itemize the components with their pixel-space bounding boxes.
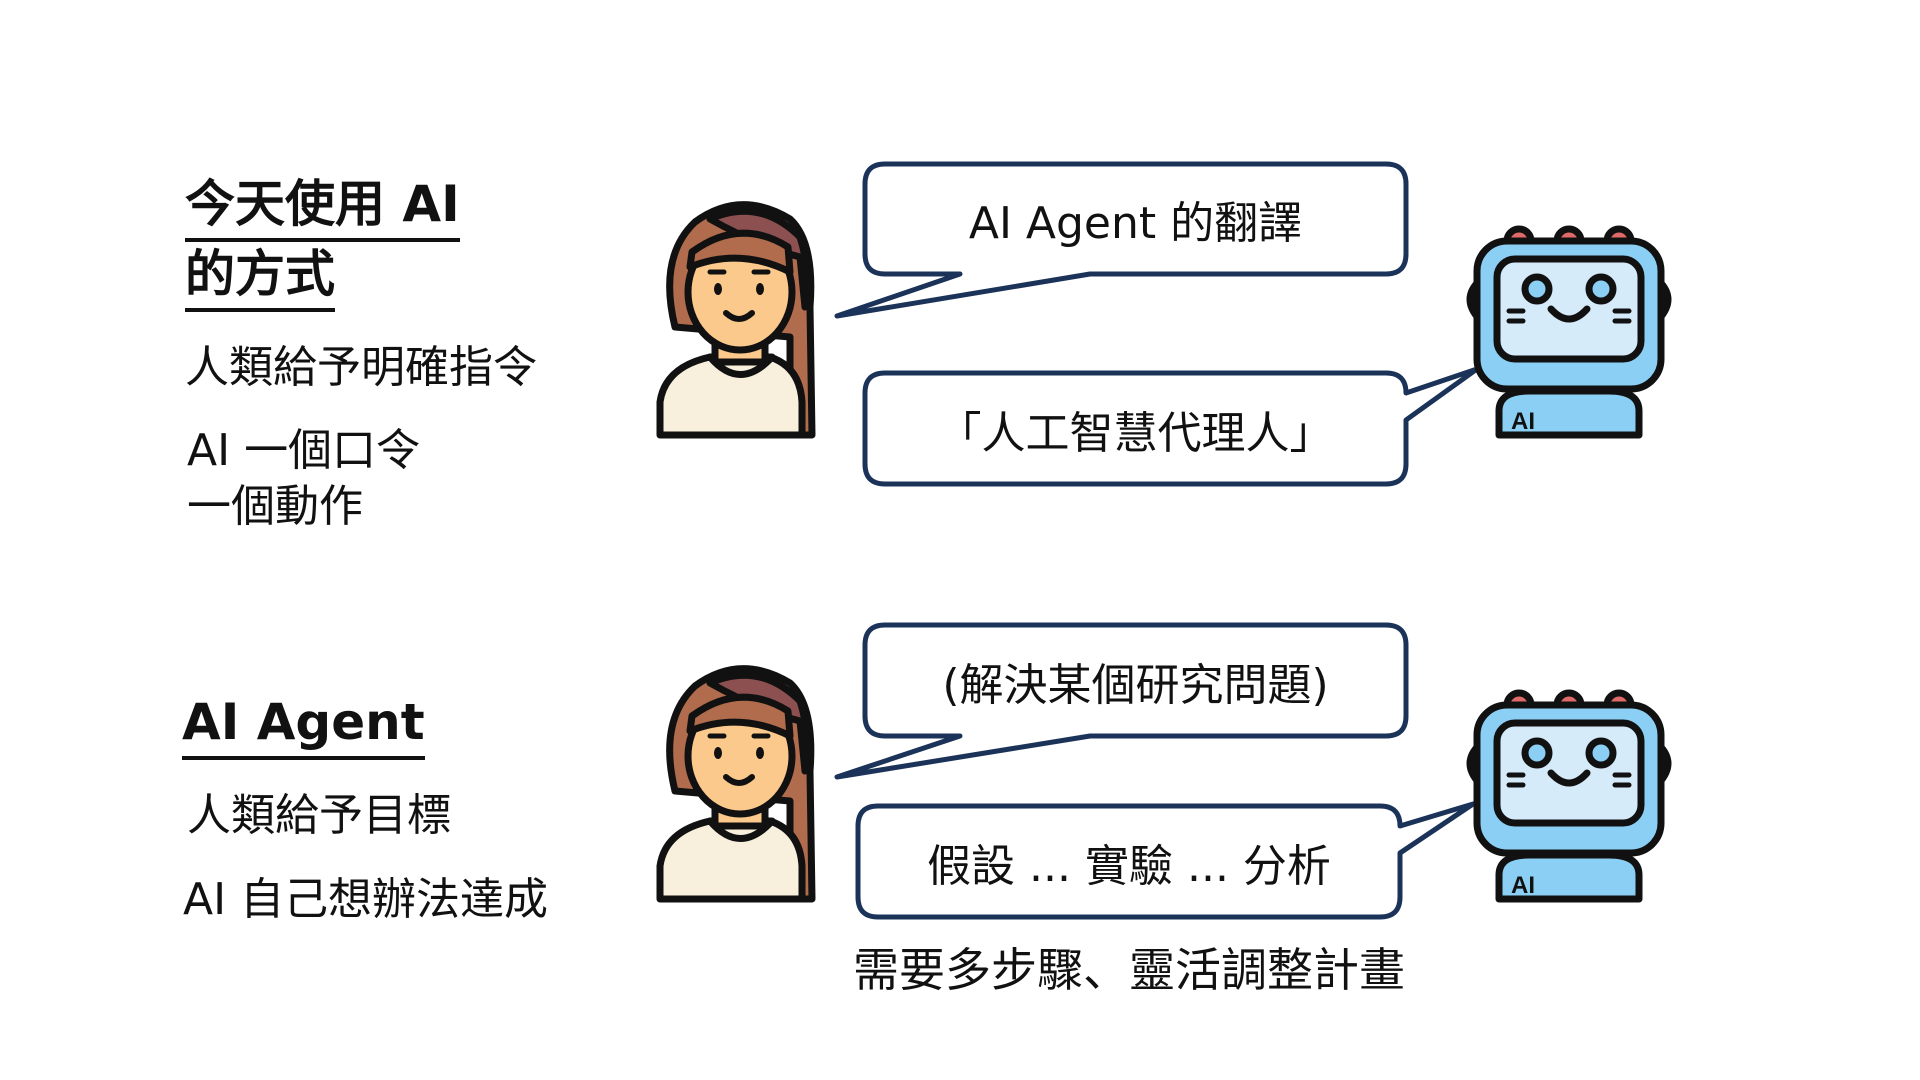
robot-ai-icon: AI <box>1466 689 1672 903</box>
bubble-today-human-text: AI Agent 的翻譯 <box>968 198 1303 249</box>
bubble-agent-human-text: (解決某個研究問題) <box>942 659 1329 711</box>
robot-badge-text: AI <box>1511 408 1535 435</box>
section-agent-title: AI Agent <box>182 690 425 760</box>
today-point-one-command-line1: AI 一個口令 <box>187 425 421 476</box>
section-today-title: 今天使用 AI 的方式 <box>185 172 460 312</box>
woman-avatar-icon <box>656 201 816 439</box>
agent-caption: 需要多步驟、靈活調整計畫 <box>853 943 1405 997</box>
today-point-explicit-instructions: 人類給予明確指令 <box>185 342 537 393</box>
robot-badge-text: AI <box>1511 872 1535 899</box>
agent-point-goal: 人類給予目標 <box>187 790 451 841</box>
robot-ai-icon: AI <box>1466 225 1672 439</box>
agent-title-text: AI Agent <box>182 690 425 760</box>
woman-avatar-icon <box>656 665 816 903</box>
bubble-agent-human <box>834 622 1409 780</box>
bubble-agent-ai <box>855 801 1476 920</box>
title-line-1: 今天使用 AI <box>185 172 460 242</box>
bubble-today-ai <box>862 366 1480 487</box>
bubble-today-human <box>834 161 1409 319</box>
bubble-today-ai-text: 「人工智慧代理人」 <box>937 407 1334 459</box>
agent-point-self-solve: AI 自己想辦法達成 <box>183 874 549 925</box>
bubble-agent-ai-text: 假設 ... 實驗 ... 分析 <box>927 840 1331 892</box>
title-line-2: 的方式 <box>185 242 335 312</box>
today-point-one-command-line2: 一個動作 <box>187 481 363 532</box>
